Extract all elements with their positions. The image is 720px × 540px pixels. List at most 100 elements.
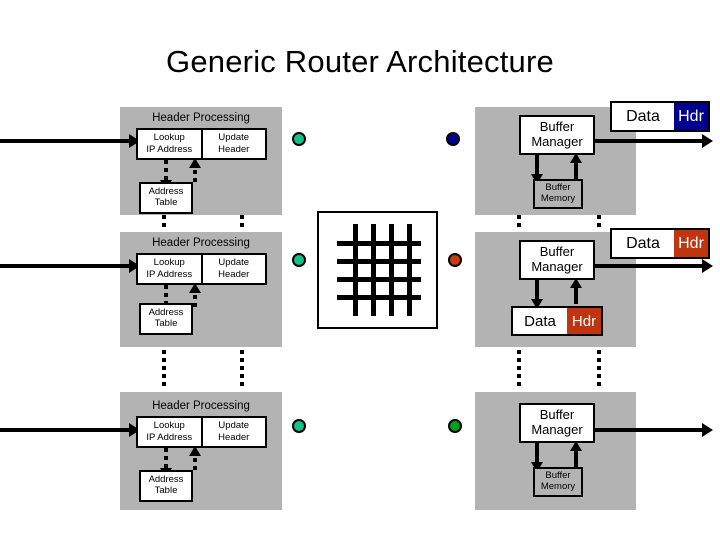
row-1-input-arrow-line [0,139,130,143]
row-1-lookup-ip-address-cell[interactable]: Lookup IP Address [138,130,201,158]
row-2-update-header-cell[interactable]: Update Header [200,255,266,283]
row-3-memory-to-bm-line [574,446,578,467]
row-3-header-processing-label: Header Processing [152,400,250,412]
row-1-to-row-2-right-dotted-a [517,215,521,230]
row-3-buffer-manager-box[interactable]: Buffer Manager [519,403,595,443]
row-1-buffer-manager-line1: Buffer [539,119,575,135]
row-2-update-label-line1: Update [218,257,250,269]
row-1-output-packet-hdr: Hdr [674,103,708,130]
row-2-output-packet[interactable]: Data Hdr [610,228,710,259]
row-3-memory-to-bm-arrowhead [570,441,582,451]
row-3-lookup-label-line2: IP Address [146,432,193,443]
row-2-output-status-dot[interactable] [448,253,462,267]
row-2-inner-packet-data: Data [513,308,567,334]
row-2-to-row-3-left-dotted-a [162,350,166,390]
row-3-buffer-manager-line1: Buffer [539,407,575,423]
row-3-output-status-dot[interactable] [448,419,462,433]
row-3-update-label-line1: Update [218,420,250,432]
row-3-input-arrow-line [0,428,130,432]
row-3-buffer-memory-box[interactable]: Buffer Memory [533,467,583,497]
row-2-table-to-update-arrowhead [189,283,201,293]
row-3-input-arrowhead [129,423,140,437]
row-1-output-status-dot[interactable] [446,132,460,146]
row-2-address-table-line2: Table [154,318,178,329]
row-3-update-header-cell[interactable]: Update Header [200,418,266,446]
row-1-lookup-to-table-dotted [164,160,168,182]
row-2-buffer-manager-box[interactable]: Buffer Manager [519,240,595,280]
row-2-packet-to-bm-arrowhead [570,278,582,288]
row-3-lookup-to-table-dotted [164,448,168,470]
row-1-bm-to-memory-line [535,155,539,176]
row-2-lookup-to-table-dotted [164,285,168,307]
row-1-address-table-box[interactable]: Address Table [139,182,193,214]
row-1-update-label-line2: Header [218,144,250,155]
row-3-buffer-memory-line2: Memory [540,481,576,492]
row-2-to-row-3-left-dotted-b [240,350,244,390]
row-2-inner-packet[interactable]: Data Hdr [511,306,603,336]
row-3-input-status-dot[interactable] [292,419,306,433]
row-3-table-to-update-dotted [193,450,197,472]
row-1-buffer-memory-line1: Buffer [545,182,571,194]
row-2-buffer-manager-line1: Buffer [539,244,575,260]
row-3-output-arrow-line [595,428,705,432]
row-1-output-packet[interactable]: Data Hdr [610,101,710,132]
row-2-packet-to-bm-line [574,283,578,304]
row-1-to-row-2-right-dotted-b [597,215,601,230]
row-2-input-status-dot[interactable] [292,253,306,267]
row-3-update-label-line2: Header [218,432,250,443]
row-1-output-packet-data: Data [612,103,674,130]
row-1-memory-to-bm-arrowhead [570,153,582,163]
row-2-bm-to-packet-line [535,280,539,301]
row-1-buffer-memory-box[interactable]: Buffer Memory [533,179,583,209]
row-2-output-arrowhead [702,259,713,273]
row-3-address-table-line1: Address [148,474,184,486]
row-1-input-status-dot[interactable] [292,132,306,146]
row-2-update-label-line2: Header [218,269,250,280]
row-2-input-arrowhead [129,259,140,273]
row-1-update-header-cell[interactable]: Update Header [200,130,266,158]
row-2-output-packet-data: Data [612,230,674,257]
row-1-to-row-2-left-dotted-b [240,215,244,230]
row-1-address-table-line1: Address [148,186,184,198]
row-3-address-table-box[interactable]: Address Table [139,470,193,502]
row-3-header-processing-box[interactable]: Lookup IP Address Update Header [136,416,267,448]
row-1-buffer-manager-box[interactable]: Buffer Manager [519,115,595,155]
row-2-lookup-ip-address-cell[interactable]: Lookup IP Address [138,255,201,283]
row-1-address-table-line2: Table [154,197,178,208]
switch-hbar-4 [337,295,421,300]
switch-hbar-1 [337,241,421,246]
row-1-buffer-memory-line2: Memory [540,193,576,204]
row-2-to-row-3-right-dotted-a [517,350,521,390]
row-3-buffer-manager-line2: Manager [531,422,583,437]
row-3-output-arrowhead [702,423,713,437]
row-1-header-processing-label: Header Processing [152,112,250,124]
row-1-header-processing-box[interactable]: Lookup IP Address Update Header [136,128,267,160]
row-2-output-arrow-line [595,264,705,268]
switch-vbar-3 [389,224,394,316]
row-1-table-to-update-arrowhead [189,158,201,168]
switch-vbar-4 [407,224,412,316]
row-2-address-table-box[interactable]: Address Table [139,303,193,335]
row-3-lookup-label-line1: Lookup [153,420,185,432]
row-1-table-to-update-dotted [193,162,197,184]
row-2-table-to-update-dotted [193,287,197,309]
row-2-header-processing-box[interactable]: Lookup IP Address Update Header [136,253,267,285]
page-title: Generic Router Architecture [166,44,554,79]
row-3-table-to-update-arrowhead [189,446,201,456]
crossbar-switch[interactable] [317,211,438,329]
row-2-lookup-label-line2: IP Address [146,269,193,280]
row-1-output-arrowhead [702,134,713,148]
row-3-lookup-ip-address-cell[interactable]: Lookup IP Address [138,418,201,446]
row-1-update-label-line1: Update [218,132,250,144]
row-1-output-arrow-line [595,139,705,143]
switch-hbar-3 [337,277,421,282]
row-2-inner-packet-hdr: Hdr [567,308,601,334]
row-2-header-processing-label: Header Processing [152,237,250,249]
row-1-lookup-label-line2: IP Address [146,144,193,155]
switch-vbar-2 [371,224,376,316]
row-1-lookup-label-line1: Lookup [153,132,185,144]
row-2-buffer-manager-line2: Manager [531,259,583,274]
row-1-to-row-2-left-dotted-a [162,215,166,230]
row-2-input-arrow-line [0,264,130,268]
